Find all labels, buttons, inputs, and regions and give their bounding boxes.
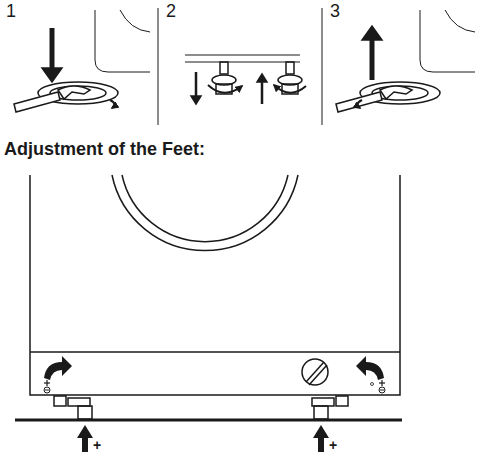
washing-machine — [15, 175, 402, 452]
step-number: 1 — [6, 2, 16, 22]
section-heading: Adjustment of the Feet: — [4, 140, 205, 160]
step-panels — [14, 8, 475, 125]
plus-sign: + — [329, 438, 337, 453]
step-number: 3 — [330, 2, 340, 22]
step-number: 2 — [166, 2, 176, 22]
plus-sign: + — [93, 438, 101, 453]
